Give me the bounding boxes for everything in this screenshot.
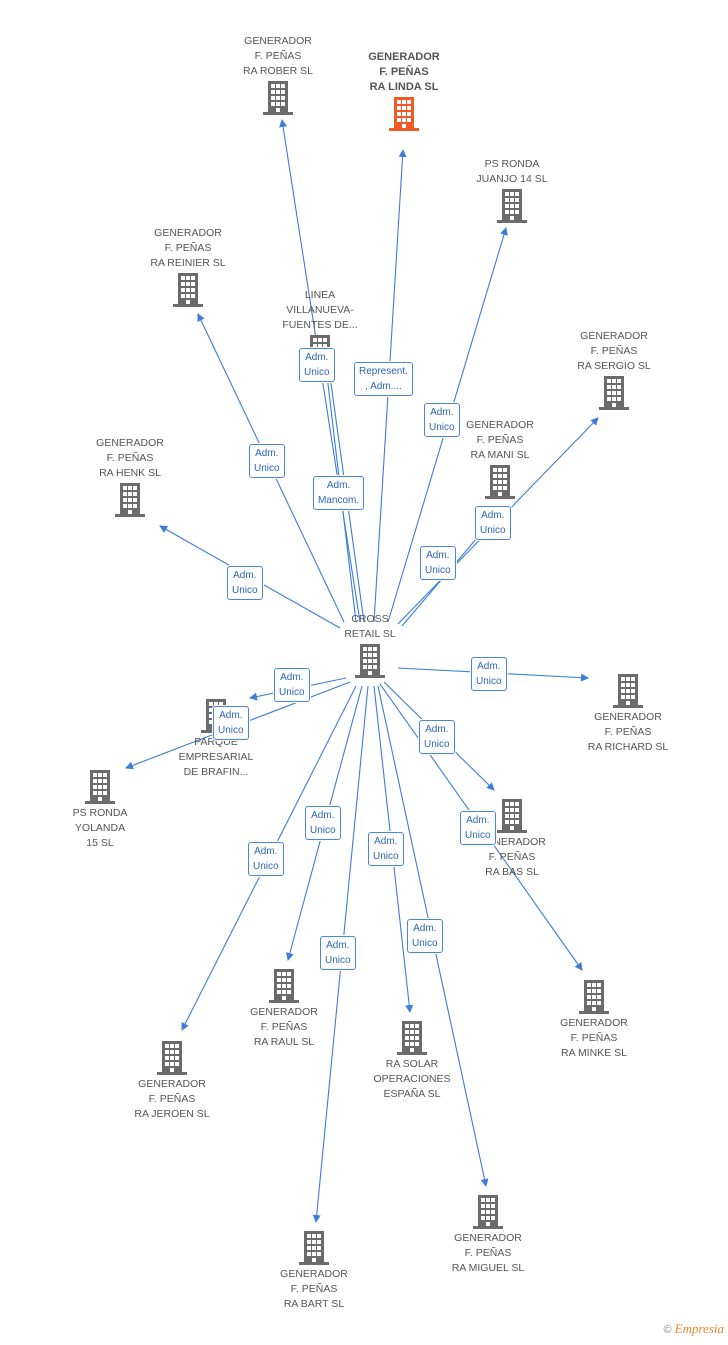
node-label: RA SOLAR OPERACIONES ESPAÑA SL — [373, 1058, 451, 1100]
node-label: GENERADOR F. PEÑAS RA SERGIO SL — [577, 330, 651, 372]
role-label-solar[interactable]: Adm. Unico — [368, 832, 404, 866]
node-solar[interactable]: RA SOLAR OPERACIONES ESPAÑA SL — [362, 1019, 462, 1102]
role-label-rober[interactable]: Adm. Unico — [299, 348, 335, 382]
role-label-yolanda[interactable]: Adm. Unico — [213, 706, 249, 740]
node-linda[interactable]: GENERADOR F. PEÑAS RA LINDA SL — [354, 50, 454, 133]
node-label: GENERADOR F. PEÑAS RA MANI SL — [466, 419, 534, 461]
building-icon — [355, 644, 385, 678]
role-label-linea[interactable]: Adm. Mancom. — [313, 476, 365, 510]
node-henk[interactable]: GENERADOR F. PEÑAS RA HENK SL — [80, 436, 180, 519]
node-label: GENERADOR F. PEÑAS RA LINDA SL — [368, 51, 440, 93]
node-label: GENERADOR F. PEÑAS RA BART SL — [280, 1268, 348, 1310]
node-label: LINEA VILLANUEVA- FUENTES DE... — [282, 289, 358, 331]
node-label: PS RONDA JUANJO 14 SL — [476, 158, 548, 185]
role-label-raul[interactable]: Adm. Unico — [305, 806, 341, 840]
role-label-sergio[interactable]: Adm. Unico — [475, 506, 511, 540]
role-label-miguel[interactable]: Adm. Unico — [407, 919, 443, 953]
node-minke[interactable]: GENERADOR F. PEÑAS RA MINKE SL — [544, 978, 644, 1061]
building-icon-highlight — [389, 97, 419, 131]
node-jeroen[interactable]: GENERADOR F. PEÑAS RA JEROEN SL — [116, 1039, 228, 1122]
building-icon — [115, 483, 145, 517]
node-label: GENERADOR F. PEÑAS RA RICHARD SL — [587, 711, 669, 753]
node-label: GENERADOR F. PEÑAS RA RAUL SL — [250, 1006, 318, 1048]
node-label: GENERADOR F. PEÑAS RA JEROEN SL — [134, 1078, 210, 1120]
node-richard[interactable]: GENERADOR F. PEÑAS RA RICHARD SL — [572, 672, 684, 755]
node-bart[interactable]: GENERADOR F. PEÑAS RA BART SL — [264, 1229, 364, 1312]
building-icon — [613, 674, 643, 708]
role-label-bart[interactable]: Adm. Unico — [320, 936, 356, 970]
building-icon — [299, 1231, 329, 1265]
role-label-bas[interactable]: Adm. Unico — [419, 720, 455, 754]
node-label: GENERADOR F. PEÑAS RA MINKE SL — [560, 1017, 628, 1059]
role-label-linda[interactable]: Represent. , Adm.... — [354, 362, 413, 396]
node-juanjo[interactable]: PS RONDA JUANJO 14 SL — [462, 157, 562, 225]
brand-logo[interactable]: Empresia — [674, 1321, 724, 1336]
building-icon — [485, 465, 515, 499]
building-icon — [173, 273, 203, 307]
building-icon — [579, 980, 609, 1014]
role-label-richard[interactable]: Adm. Unico — [471, 657, 507, 691]
building-icon — [263, 81, 293, 115]
building-icon — [473, 1195, 503, 1229]
building-icon — [397, 1021, 427, 1055]
role-label-mani[interactable]: Adm. Unico — [420, 546, 456, 580]
node-label: GENERADOR F. PEÑAS RA ROBER SL — [242, 35, 314, 77]
building-icon — [157, 1041, 187, 1075]
node-label: CROSS RETAIL SL — [344, 613, 396, 640]
node-reinier[interactable]: GENERADOR F. PEÑAS RA REINIER SL — [132, 226, 244, 309]
building-icon — [599, 376, 629, 410]
building-icon — [269, 969, 299, 1003]
node-sergio[interactable]: GENERADOR F. PEÑAS RA SERGIO SL — [562, 329, 666, 412]
node-rober[interactable]: GENERADOR F. PEÑAS RA ROBER SL — [228, 34, 328, 117]
role-label-reinier[interactable]: Adm. Unico — [249, 444, 285, 478]
node-linea[interactable]: LINEA VILLANUEVA- FUENTES DE... — [270, 288, 370, 371]
role-label-jeroen[interactable]: Adm. Unico — [248, 842, 284, 876]
building-icon — [497, 799, 527, 833]
node-label: PS RONDA YOLANDA 15 SL — [72, 807, 128, 849]
node-label: GENERADOR F. PEÑAS RA REINIER SL — [150, 227, 226, 269]
node-label: PARQUE EMPRESARIAL DE BRAFIN... — [178, 736, 254, 778]
role-label-juanjo[interactable]: Adm. Unico — [424, 403, 460, 437]
node-label: GENERADOR F. PEÑAS RA HENK SL — [96, 437, 164, 479]
role-label-parque[interactable]: Adm. Unico — [274, 668, 310, 702]
node-mani[interactable]: GENERADOR F. PEÑAS RA MANI SL — [450, 418, 550, 501]
role-label-henk[interactable]: Adm. Unico — [227, 566, 263, 600]
node-miguel[interactable]: GENERADOR F. PEÑAS RA MIGUEL SL — [436, 1193, 540, 1276]
node-yolanda[interactable]: PS RONDA YOLANDA 15 SL — [50, 768, 150, 851]
footer: © Empresia — [663, 1321, 724, 1337]
building-icon — [497, 189, 527, 223]
node-label: GENERADOR F. PEÑAS RA MIGUEL SL — [451, 1232, 525, 1274]
role-label-minke[interactable]: Adm. Unico — [460, 811, 496, 845]
node-raul[interactable]: GENERADOR F. PEÑAS RA RAUL SL — [234, 967, 334, 1050]
copyright-icon: © — [663, 1324, 672, 1336]
building-icon — [85, 770, 115, 804]
node-cross-retail[interactable]: CROSS RETAIL SL — [320, 612, 420, 680]
